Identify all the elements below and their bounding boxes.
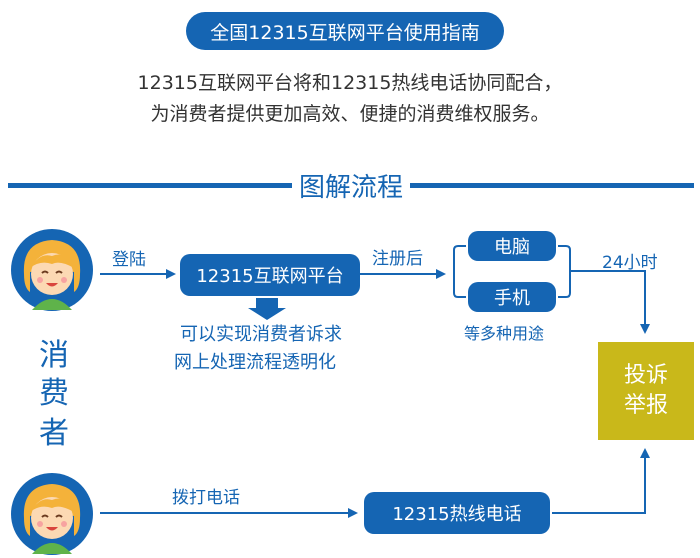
hours-label: 24小时 [602,253,658,273]
section-divider-left [8,183,292,188]
device-pc-box: 电脑 [468,231,556,261]
section-title: 图解流程 [298,173,403,203]
consumer-label-char: 消 [39,338,69,373]
consumer-avatar-icon [11,473,93,555]
complaint-line-1: 投诉 [623,363,668,388]
device-phone-box: 手机 [468,282,556,312]
hotline-box: 12315热线电话 [364,492,550,534]
platform-down-arrow-icon [248,298,286,320]
hotline-arrow [552,448,650,514]
platform-box: 12315互联网平台 [180,254,360,296]
consumer-label-char: 者 [39,416,69,451]
complaint-box: 投诉 举报 [598,342,694,440]
register-label: 注册后 [372,249,423,269]
complaint-line-2: 举报 [623,393,668,418]
devices-note: 等多种用途 [464,324,545,343]
guide-title: 全国12315互联网平台使用指南 [186,12,504,50]
hours-arrow [570,270,650,334]
platform-desc-2: 网上处理流程透明化 [174,352,336,373]
section-divider-right [410,183,694,188]
intro-line-2: 为消费者提供更加高效、便捷的消费维权服务。 [150,103,550,125]
intro-line-1: 12315互联网平台将和12315热线电话协同配合， [137,72,563,94]
consumer-label-char: 费 [39,376,69,411]
login-label: 登陆 [112,250,146,270]
device-bracket-right [558,245,571,298]
platform-desc-1: 可以实现消费者诉求 [180,324,342,345]
consumer-avatar-icon [11,229,93,311]
dial-label: 拨打电话 [172,488,240,508]
device-bracket-left [453,245,466,298]
